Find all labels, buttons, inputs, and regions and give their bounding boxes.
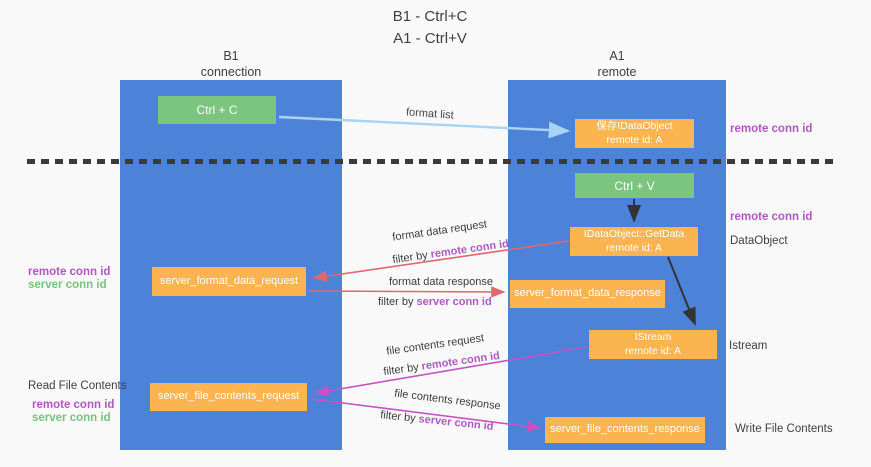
remote-conn-id-text: remote conn id [420, 349, 501, 373]
node-ctrl-c-label: Ctrl + C [196, 103, 238, 117]
node-server-file-contents-request-label: server_file_contents_request [157, 390, 300, 403]
side-label-server-conn-id-left1: server conn id [28, 279, 107, 291]
node-ctrl-c: Ctrl + C [158, 96, 276, 124]
label-format-data-response: format data response [389, 276, 493, 288]
node-server-file-contents-request: server_file_contents_request [150, 383, 307, 411]
diagram-title-line1: B1 - Ctrl+C [392, 8, 468, 25]
node-idataobject-getdata-line1: IDataObject::GetData [583, 228, 685, 241]
node-server-format-data-response-label: server_format_data_response [514, 287, 661, 300]
node-ctrl-v-label: Ctrl + V [614, 178, 655, 193]
label-file-contents-response: file contents response [393, 387, 502, 413]
lifeline-header-b1: B1 connection [120, 49, 342, 80]
side-label-read-file-contents: Read File Contents [28, 380, 127, 392]
side-label-remote-conn-id-top: remote conn id [730, 123, 813, 135]
lifeline-b1-subtitle: connection [200, 64, 262, 79]
filter-by-text: filter by [382, 360, 423, 379]
filter-by-text: filter by [379, 409, 420, 426]
label-filter-by-server-2: filter by server conn id [380, 409, 494, 433]
node-save-idataobject-line1: 保存IDataObject [596, 120, 673, 133]
side-label-server-conn-id-left2: server conn id [32, 412, 111, 424]
node-server-format-data-response: server_format_data_response [510, 280, 665, 308]
node-ctrl-v: Ctrl + V [575, 173, 694, 198]
node-istream-line2: remote id: A [624, 344, 682, 357]
side-label-remote-conn-id-left2: remote conn id [32, 399, 115, 411]
diagram-title-line2: A1 - Ctrl+V [393, 29, 467, 47]
label-filter-by-remote-1: filter by remote conn id [392, 238, 510, 266]
filter-by-text: filter by [391, 248, 432, 267]
label-format-list: format list [405, 106, 455, 122]
node-save-idataobject: 保存IDataObject remote id: A [575, 119, 694, 148]
diagram-title: B1 - Ctrl+C A1 - Ctrl+V [280, 6, 580, 50]
node-istream-line1: IStream [634, 331, 672, 344]
lifeline-header-a1: A1 remote [508, 49, 726, 80]
node-server-format-data-request-label: server_format_data_request [159, 274, 299, 287]
node-server-file-contents-response-label: server_file_contents_response [550, 423, 700, 436]
node-idataobject-getdata-line2: remote id: A [605, 241, 663, 254]
node-istream: IStream remote id: A [589, 330, 717, 359]
side-label-dataobject: DataObject [730, 235, 788, 247]
server-conn-id-text: server conn id [416, 296, 492, 308]
node-save-idataobject-line2: remote id: A [606, 133, 663, 146]
side-label-remote-conn-id-mid: remote conn id [730, 211, 813, 223]
filter-by-text: filter by [378, 296, 417, 308]
side-label-remote-conn-id-left1: remote conn id [28, 266, 111, 278]
lifeline-b1-title: B1 [223, 49, 239, 63]
side-label-write-file-contents: Write File Contents [735, 423, 833, 435]
node-server-format-data-request: server_format_data_request [152, 267, 306, 296]
side-label-istream: Istream [729, 340, 768, 352]
dashed-separator-line [27, 159, 833, 164]
node-server-file-contents-response: server_file_contents_response [545, 417, 705, 443]
label-filter-by-server-1: filter by server conn id [378, 296, 492, 308]
node-idataobject-getdata: IDataObject::GetData remote id: A [570, 227, 698, 256]
label-format-data-request: format data request [391, 218, 488, 244]
remote-conn-id-text: remote conn id [429, 237, 510, 261]
server-conn-id-text: server conn id [417, 413, 495, 433]
lifeline-a1-title: A1 [609, 49, 625, 63]
lifeline-a1-subtitle: remote [597, 64, 637, 79]
